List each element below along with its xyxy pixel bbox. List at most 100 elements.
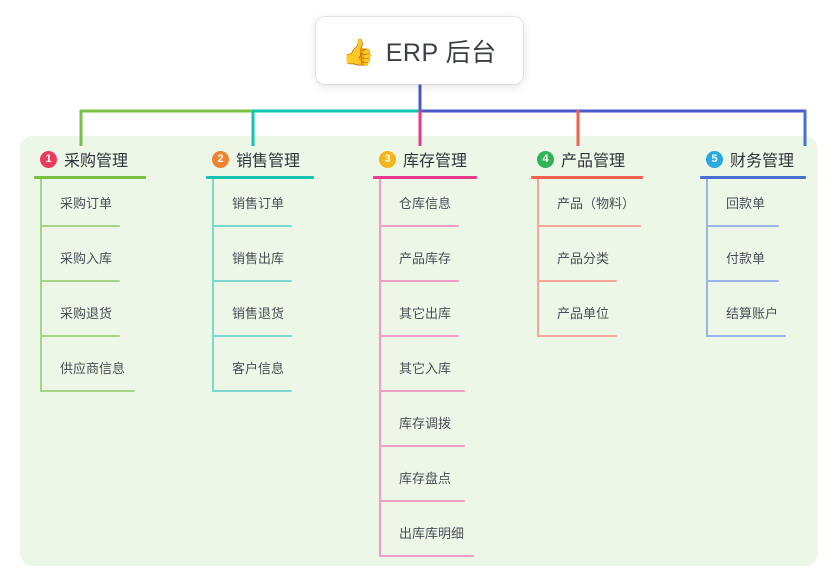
leaf-node[interactable]: 供应商信息 bbox=[34, 344, 146, 399]
column-3: 3 库存管理仓库信息产品库存其它出库其它入库库存调拨库存盘点出库库明细 bbox=[373, 147, 477, 564]
column-header-2[interactable]: 2 销售管理 bbox=[206, 147, 314, 171]
thumbs-up-icon: 👍 bbox=[342, 36, 375, 67]
leaf-node-label: 销售退货 bbox=[232, 306, 285, 321]
column-rule-2 bbox=[206, 176, 314, 179]
leaf-node-label: 其它出库 bbox=[399, 306, 452, 321]
leaf-node-label: 客户信息 bbox=[232, 361, 285, 376]
leaf-node-rule bbox=[40, 390, 135, 392]
column-spine-4 bbox=[537, 179, 539, 337]
column-2: 2 销售管理销售订单销售出库销售退货客户信息 bbox=[206, 147, 314, 399]
leaf-node[interactable]: 结算账户 bbox=[700, 289, 806, 344]
column-title-2: 销售管理 bbox=[236, 153, 301, 170]
column-title-1: 采购管理 bbox=[64, 153, 129, 170]
column-spine-5 bbox=[706, 179, 708, 337]
column-header-3[interactable]: 3 库存管理 bbox=[373, 147, 477, 171]
leaf-node-label: 付款单 bbox=[726, 251, 766, 266]
column-title-5: 财务管理 bbox=[730, 153, 795, 170]
diagram-background-panel bbox=[20, 136, 818, 566]
leaf-node-label: 销售订单 bbox=[232, 196, 285, 211]
leaf-node-rule bbox=[537, 280, 617, 282]
leaf-node[interactable]: 客户信息 bbox=[206, 344, 314, 399]
leaf-node-label: 供应商信息 bbox=[60, 361, 126, 376]
leaf-node[interactable]: 销售订单 bbox=[206, 179, 314, 234]
leaf-node-rule bbox=[706, 335, 786, 337]
root-node[interactable]: 👍 ERP 后台 bbox=[316, 17, 523, 84]
column-rule-5 bbox=[700, 176, 806, 179]
leaf-node[interactable]: 付款单 bbox=[700, 234, 806, 289]
leaf-node-rule bbox=[40, 335, 120, 337]
leaf-node[interactable]: 产品库存 bbox=[373, 234, 477, 289]
leaf-node[interactable]: 库存盘点 bbox=[373, 454, 477, 509]
column-5: 5 财务管理回款单付款单结算账户 bbox=[700, 147, 806, 344]
leaf-node-rule bbox=[537, 225, 641, 227]
leaf-node-label: 结算账户 bbox=[726, 306, 779, 321]
column-header-4[interactable]: 4 产品管理 bbox=[531, 147, 643, 171]
leaf-node-label: 其它入库 bbox=[399, 361, 452, 376]
column-spine-3 bbox=[379, 179, 381, 557]
leaf-node-label: 产品库存 bbox=[399, 251, 452, 266]
column-badge-5: 5 bbox=[706, 150, 723, 168]
column-spine-2 bbox=[212, 179, 214, 392]
leaf-node-rule bbox=[379, 335, 459, 337]
leaf-node-label: 库存盘点 bbox=[399, 471, 452, 486]
leaf-node[interactable]: 产品单位 bbox=[531, 289, 643, 344]
leaf-node-label: 采购退货 bbox=[60, 306, 113, 321]
leaf-node-rule bbox=[379, 445, 465, 447]
leaf-node-label: 回款单 bbox=[726, 196, 766, 211]
leaf-node-label: 库存调拨 bbox=[399, 416, 452, 431]
leaf-node[interactable]: 产品分类 bbox=[531, 234, 643, 289]
leaf-node-label: 仓库信息 bbox=[399, 196, 452, 211]
leaf-node-rule bbox=[40, 225, 120, 227]
column-rule-4 bbox=[531, 176, 643, 179]
leaf-node[interactable]: 仓库信息 bbox=[373, 179, 477, 234]
leaf-node[interactable]: 采购入库 bbox=[34, 234, 146, 289]
leaf-node[interactable]: 销售出库 bbox=[206, 234, 314, 289]
column-body-1: 采购订单采购入库采购退货供应商信息 bbox=[34, 179, 146, 399]
leaf-node-rule bbox=[706, 225, 779, 227]
leaf-node-label: 产品分类 bbox=[557, 251, 610, 266]
leaf-node-label: 出库库明细 bbox=[399, 526, 465, 541]
leaf-node-rule bbox=[379, 555, 474, 557]
leaf-node[interactable]: 回款单 bbox=[700, 179, 806, 234]
leaf-node-label: 产品单位 bbox=[557, 306, 610, 321]
column-body-3: 仓库信息产品库存其它出库其它入库库存调拨库存盘点出库库明细 bbox=[373, 179, 477, 564]
leaf-node[interactable]: 库存调拨 bbox=[373, 399, 477, 454]
column-title-3: 库存管理 bbox=[403, 153, 468, 170]
leaf-node-rule bbox=[379, 280, 459, 282]
leaf-node-rule bbox=[379, 500, 465, 502]
column-spine-1 bbox=[40, 179, 42, 392]
leaf-node-rule bbox=[40, 280, 120, 282]
leaf-node-rule bbox=[537, 335, 617, 337]
column-badge-4: 4 bbox=[537, 150, 554, 168]
leaf-node-rule bbox=[212, 280, 292, 282]
leaf-node[interactable]: 其它入库 bbox=[373, 344, 477, 399]
leaf-node[interactable]: 采购退货 bbox=[34, 289, 146, 344]
column-body-2: 销售订单销售出库销售退货客户信息 bbox=[206, 179, 314, 399]
leaf-node[interactable]: 销售退货 bbox=[206, 289, 314, 344]
column-badge-3: 3 bbox=[379, 150, 396, 168]
column-rule-3 bbox=[373, 176, 477, 179]
leaf-node-rule bbox=[706, 280, 779, 282]
leaf-node[interactable]: 采购订单 bbox=[34, 179, 146, 234]
column-body-4: 产品（物料） 产品分类产品单位 bbox=[531, 179, 643, 344]
leaf-node[interactable]: 出库库明细 bbox=[373, 509, 477, 564]
leaf-node-label: 销售出库 bbox=[232, 251, 285, 266]
leaf-node-rule bbox=[379, 225, 459, 227]
leaf-node-label: 产品（物料） bbox=[557, 196, 636, 211]
column-rule-1 bbox=[34, 176, 146, 179]
leaf-node-rule bbox=[212, 390, 292, 392]
column-header-5[interactable]: 5 财务管理 bbox=[700, 147, 806, 171]
column-title-4: 产品管理 bbox=[561, 153, 626, 170]
leaf-node-rule bbox=[212, 335, 292, 337]
leaf-node[interactable]: 其它出库 bbox=[373, 289, 477, 344]
leaf-node-rule bbox=[379, 390, 465, 392]
column-badge-2: 2 bbox=[212, 150, 229, 168]
leaf-node[interactable]: 产品（物料） bbox=[531, 179, 643, 234]
leaf-node-label: 采购入库 bbox=[60, 251, 113, 266]
column-body-5: 回款单付款单结算账户 bbox=[700, 179, 806, 344]
root-node-label: ERP 后台 bbox=[385, 38, 497, 67]
leaf-node-rule bbox=[212, 225, 292, 227]
